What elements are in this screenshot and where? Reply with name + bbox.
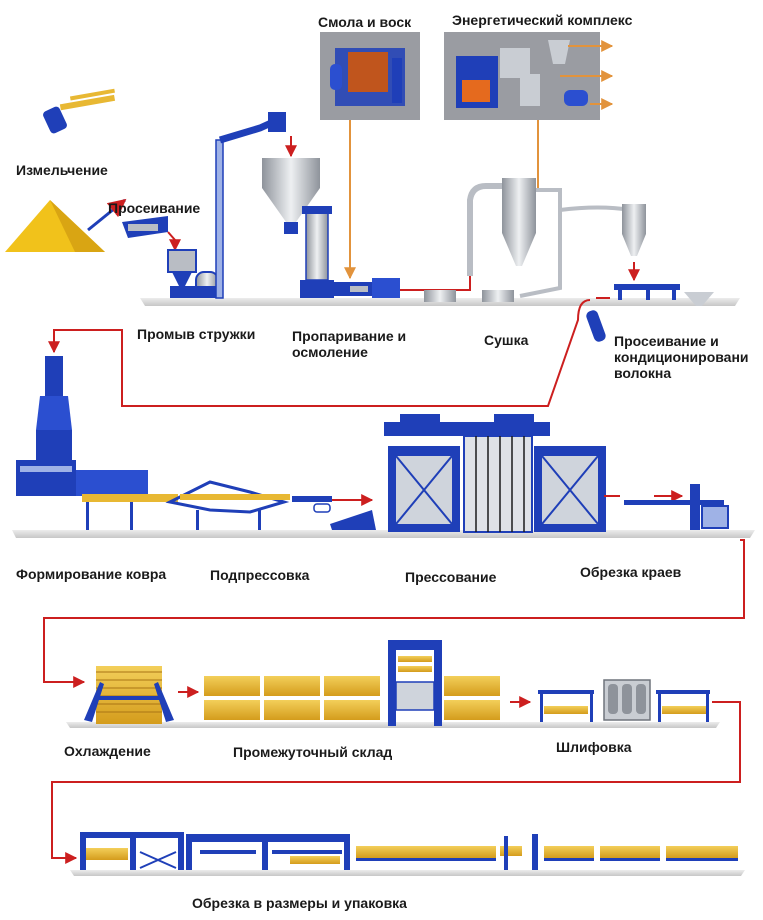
label-resin-wax: Смола и воск [318, 14, 412, 30]
label-screening: Просеивание [108, 200, 201, 216]
feed-arrow-to-screening [87, 198, 127, 232]
edge-trimming-machine [624, 484, 729, 530]
section-cooling-storage-sanding [51, 640, 741, 864]
label-drying: Сушка [484, 332, 529, 348]
steaming-digester [300, 206, 400, 298]
label-sanding: Шлифовка [556, 739, 632, 755]
label-edge-trimming: Обрезка краев [580, 564, 682, 580]
label-cooling: Охлаждение [64, 743, 151, 759]
flow-line-to-cooling [43, 539, 745, 688]
flow-line-to-forming [48, 299, 591, 407]
label-fiber-screening-line1: Просеивание и [614, 333, 719, 349]
cooling-wheel [84, 666, 200, 724]
drying-system [424, 178, 646, 302]
fiber-screening-machine [596, 284, 714, 306]
screening-machine [122, 216, 168, 238]
cutting-saw-frame [80, 832, 184, 870]
chip-bin [262, 136, 320, 234]
resin-wax-panel [320, 32, 420, 280]
chip-washer [167, 249, 220, 298]
forming-station [16, 356, 178, 530]
label-fiber-screening-line2: кондиционировани [614, 349, 749, 365]
section-cutting-packing [70, 832, 745, 876]
floor-line-2 [12, 530, 755, 538]
incline-conveyor [215, 112, 286, 299]
section-forming-pressing [12, 356, 755, 688]
flow-line-to-dryer [400, 276, 471, 291]
energy-complex-panel [444, 32, 614, 190]
section-fiber-preparation [5, 32, 740, 407]
label-chipping: Измельчение [16, 162, 108, 178]
prepress-machine [165, 480, 376, 530]
hot-press [384, 414, 620, 533]
floor-line-4 [70, 870, 745, 876]
gantry-crane [388, 640, 442, 726]
stacking-conveyors [356, 834, 738, 870]
chipper-machine [43, 88, 116, 134]
label-cutting-packing: Обрезка в размеры и упаковка [192, 895, 407, 911]
label-pressing: Прессование [405, 569, 497, 585]
sanding-line [538, 679, 710, 722]
label-mat-forming: Формирование ковра [16, 566, 167, 582]
fiber-blower [586, 310, 606, 342]
label-steaming-line2: осмоление [292, 344, 368, 360]
label-prepressing: Подпрессовка [210, 567, 310, 583]
label-chip-washing: Промыв стружки [137, 326, 256, 342]
intermediate-storage-stacks [204, 676, 500, 720]
label-intermediate-storage: Промежуточный склад [233, 744, 393, 760]
label-energy-complex: Энергетический комплекс [452, 12, 633, 28]
panel-saw-line [186, 834, 350, 870]
flow-line-to-cutting [51, 701, 741, 864]
label-steaming-line1: Пропаривание и [292, 328, 407, 344]
label-fiber-screening-line3: волокна [614, 365, 672, 381]
